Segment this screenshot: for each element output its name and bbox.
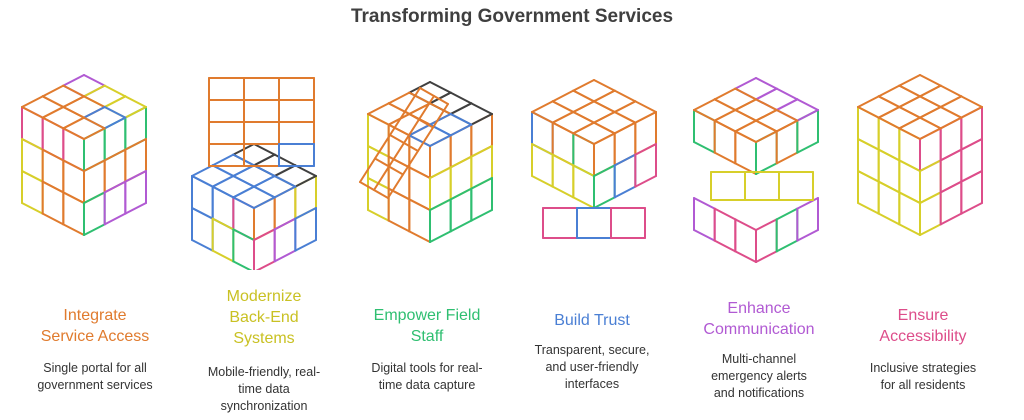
cube-communication (693, 77, 819, 263)
step-description: Multi-channel emergency alerts and notif… (711, 352, 807, 400)
step-heading: Ensure Accessibility (879, 307, 967, 345)
step-description: Single portal for all government service… (37, 361, 153, 392)
step-description: Transparent, secure, and user-friendly i… (534, 343, 650, 391)
step-heading: Empower Field Staff (373, 307, 481, 345)
page-title: Transforming Government Services (350, 6, 674, 27)
step-heading: Enhance Communication (703, 300, 815, 338)
step-heading: Modernize Back-End Systems (226, 288, 302, 347)
step-description: Mobile-friendly, real- time data synchro… (207, 365, 321, 413)
cube-modernize (191, 77, 317, 270)
step-description: Inclusive strategies for all residents (869, 361, 977, 392)
step-description: Digital tools for real- time data captur… (371, 361, 483, 392)
cube-accessibility (857, 74, 983, 236)
step-heading: Build Trust (554, 312, 630, 329)
cube-empower (359, 81, 493, 243)
cube-integrate (21, 74, 147, 236)
cube-illustrations (21, 74, 983, 270)
cube-trust (531, 79, 657, 239)
step-heading: Integrate Service Access (40, 307, 150, 345)
